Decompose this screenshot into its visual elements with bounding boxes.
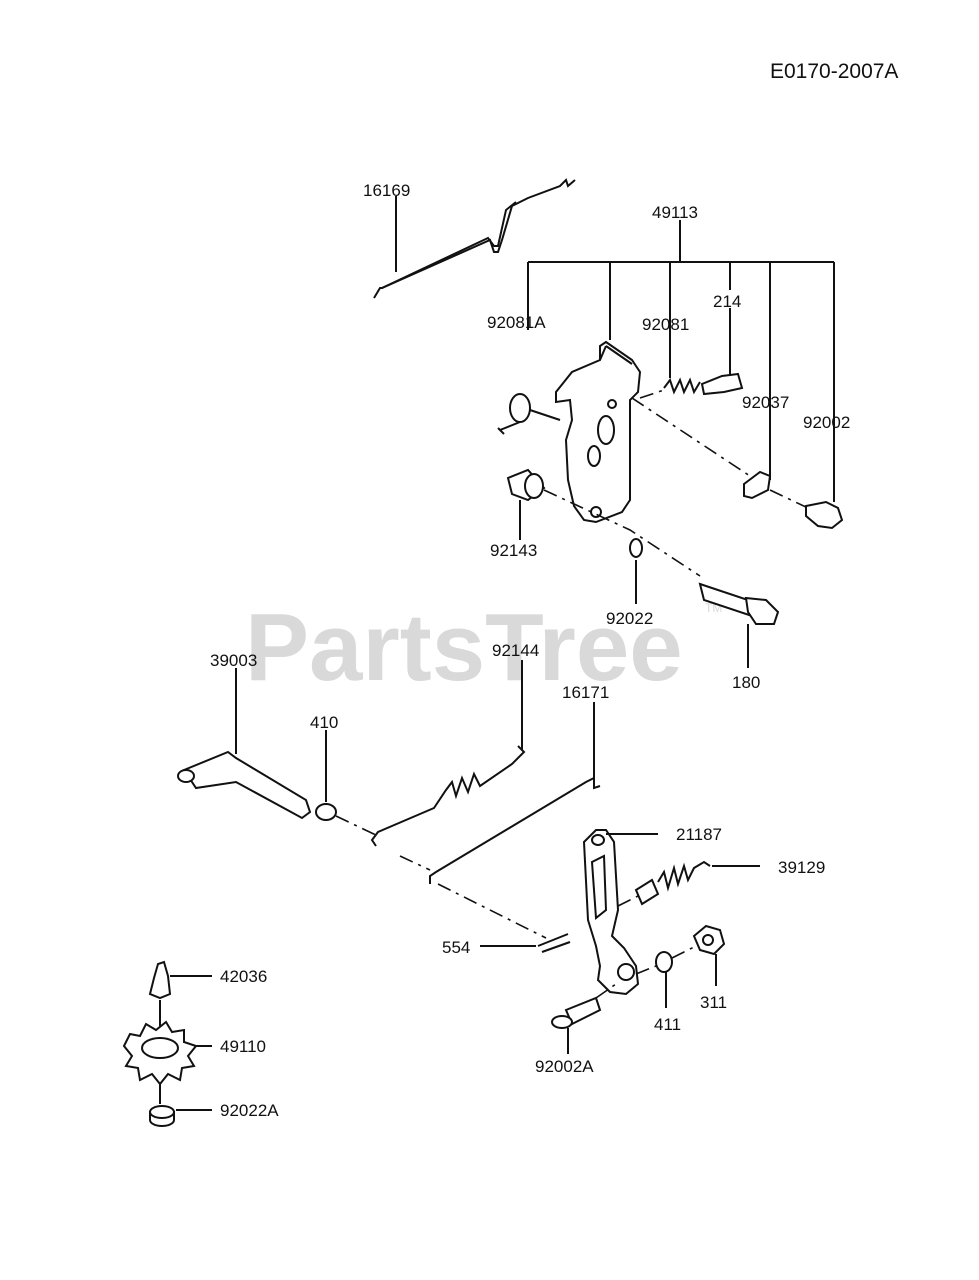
part-92143-collar[interactable]	[506, 468, 546, 502]
part-554-pin[interactable]	[537, 933, 571, 953]
part-411-washer[interactable]	[655, 951, 673, 973]
part-92037-clip[interactable]	[743, 470, 772, 500]
callout-16169[interactable]: 16169	[363, 181, 410, 200]
part-16169-rod[interactable]	[373, 178, 576, 299]
diagram-code: E0170-2007A	[770, 60, 898, 83]
part-39003-lever-shaft[interactable]	[177, 750, 312, 820]
leader-92081A-axis	[529, 409, 561, 421]
part-92002A-bolt[interactable]	[551, 996, 602, 1029]
axis-plate-spring	[639, 389, 665, 399]
part-49110-gear[interactable]	[122, 1020, 198, 1086]
axis-spring-rod	[399, 855, 431, 871]
part-16171-rod[interactable]	[429, 776, 601, 884]
callout-92002A[interactable]: 92002A	[535, 1057, 594, 1076]
axis-rod-554	[437, 883, 547, 939]
callout-92144[interactable]: 92144	[492, 641, 539, 660]
part-311-nut[interactable]	[692, 924, 726, 956]
callout-16171[interactable]: 16171	[562, 683, 609, 702]
callout-214[interactable]: 214	[713, 292, 741, 311]
axis-lever-39129	[617, 895, 639, 907]
callout-42036[interactable]: 42036	[220, 967, 267, 986]
callout-39129[interactable]: 39129	[778, 858, 825, 877]
part-92144-spring[interactable]	[370, 745, 526, 847]
callout-92081A[interactable]: 92081A	[487, 313, 546, 332]
callout-49110[interactable]: 49110	[220, 1037, 266, 1056]
callout-411[interactable]: 411	[654, 1015, 681, 1034]
callout-554[interactable]: 554	[442, 938, 470, 957]
callout-92002[interactable]: 92002	[803, 413, 850, 432]
callout-92143[interactable]: 92143	[490, 541, 537, 560]
callout-180[interactable]: 180	[732, 673, 760, 692]
callout-39003[interactable]: 39003	[210, 651, 257, 670]
part-92022-washer[interactable]	[629, 538, 643, 558]
part-42036-pin[interactable]	[148, 960, 172, 1000]
axis-lever-411	[635, 965, 657, 975]
watermark: PartsTree TM	[245, 594, 722, 701]
part-410-washer[interactable]	[315, 803, 337, 821]
bracket-49113	[527, 220, 835, 500]
axis-92037-92002	[769, 489, 809, 509]
part-governor-plate[interactable]	[555, 340, 642, 524]
callout-92022[interactable]: 92022	[606, 609, 653, 628]
part-39129-spring[interactable]	[634, 860, 711, 906]
axis-plate-92037	[631, 397, 757, 481]
part-92081A-bushing[interactable]	[497, 393, 531, 435]
callout-92022A[interactable]: 92022A	[220, 1101, 279, 1120]
part-21187-lever[interactable]	[582, 829, 640, 996]
axis-410-spring	[335, 815, 379, 837]
watermark-text: PartsTree	[245, 594, 683, 701]
callout-49113[interactable]: 49113	[652, 203, 698, 222]
axis-92002A-lever	[595, 983, 617, 999]
part-92081-spring[interactable]	[663, 377, 701, 395]
callout-21187[interactable]: 21187	[676, 825, 722, 844]
callout-92037[interactable]: 92037	[742, 393, 789, 412]
callout-410[interactable]: 410	[310, 713, 338, 732]
callout-311[interactable]: 311	[700, 993, 727, 1012]
axis-collar-bolt	[543, 489, 701, 577]
part-214-screw[interactable]	[700, 372, 744, 396]
part-180-bolt[interactable]	[698, 582, 780, 625]
callout-92081[interactable]: 92081	[642, 315, 689, 334]
part-92022A-washer[interactable]	[149, 1105, 175, 1127]
part-92002-bolt[interactable]	[805, 500, 844, 530]
axis-411-311	[671, 945, 697, 959]
